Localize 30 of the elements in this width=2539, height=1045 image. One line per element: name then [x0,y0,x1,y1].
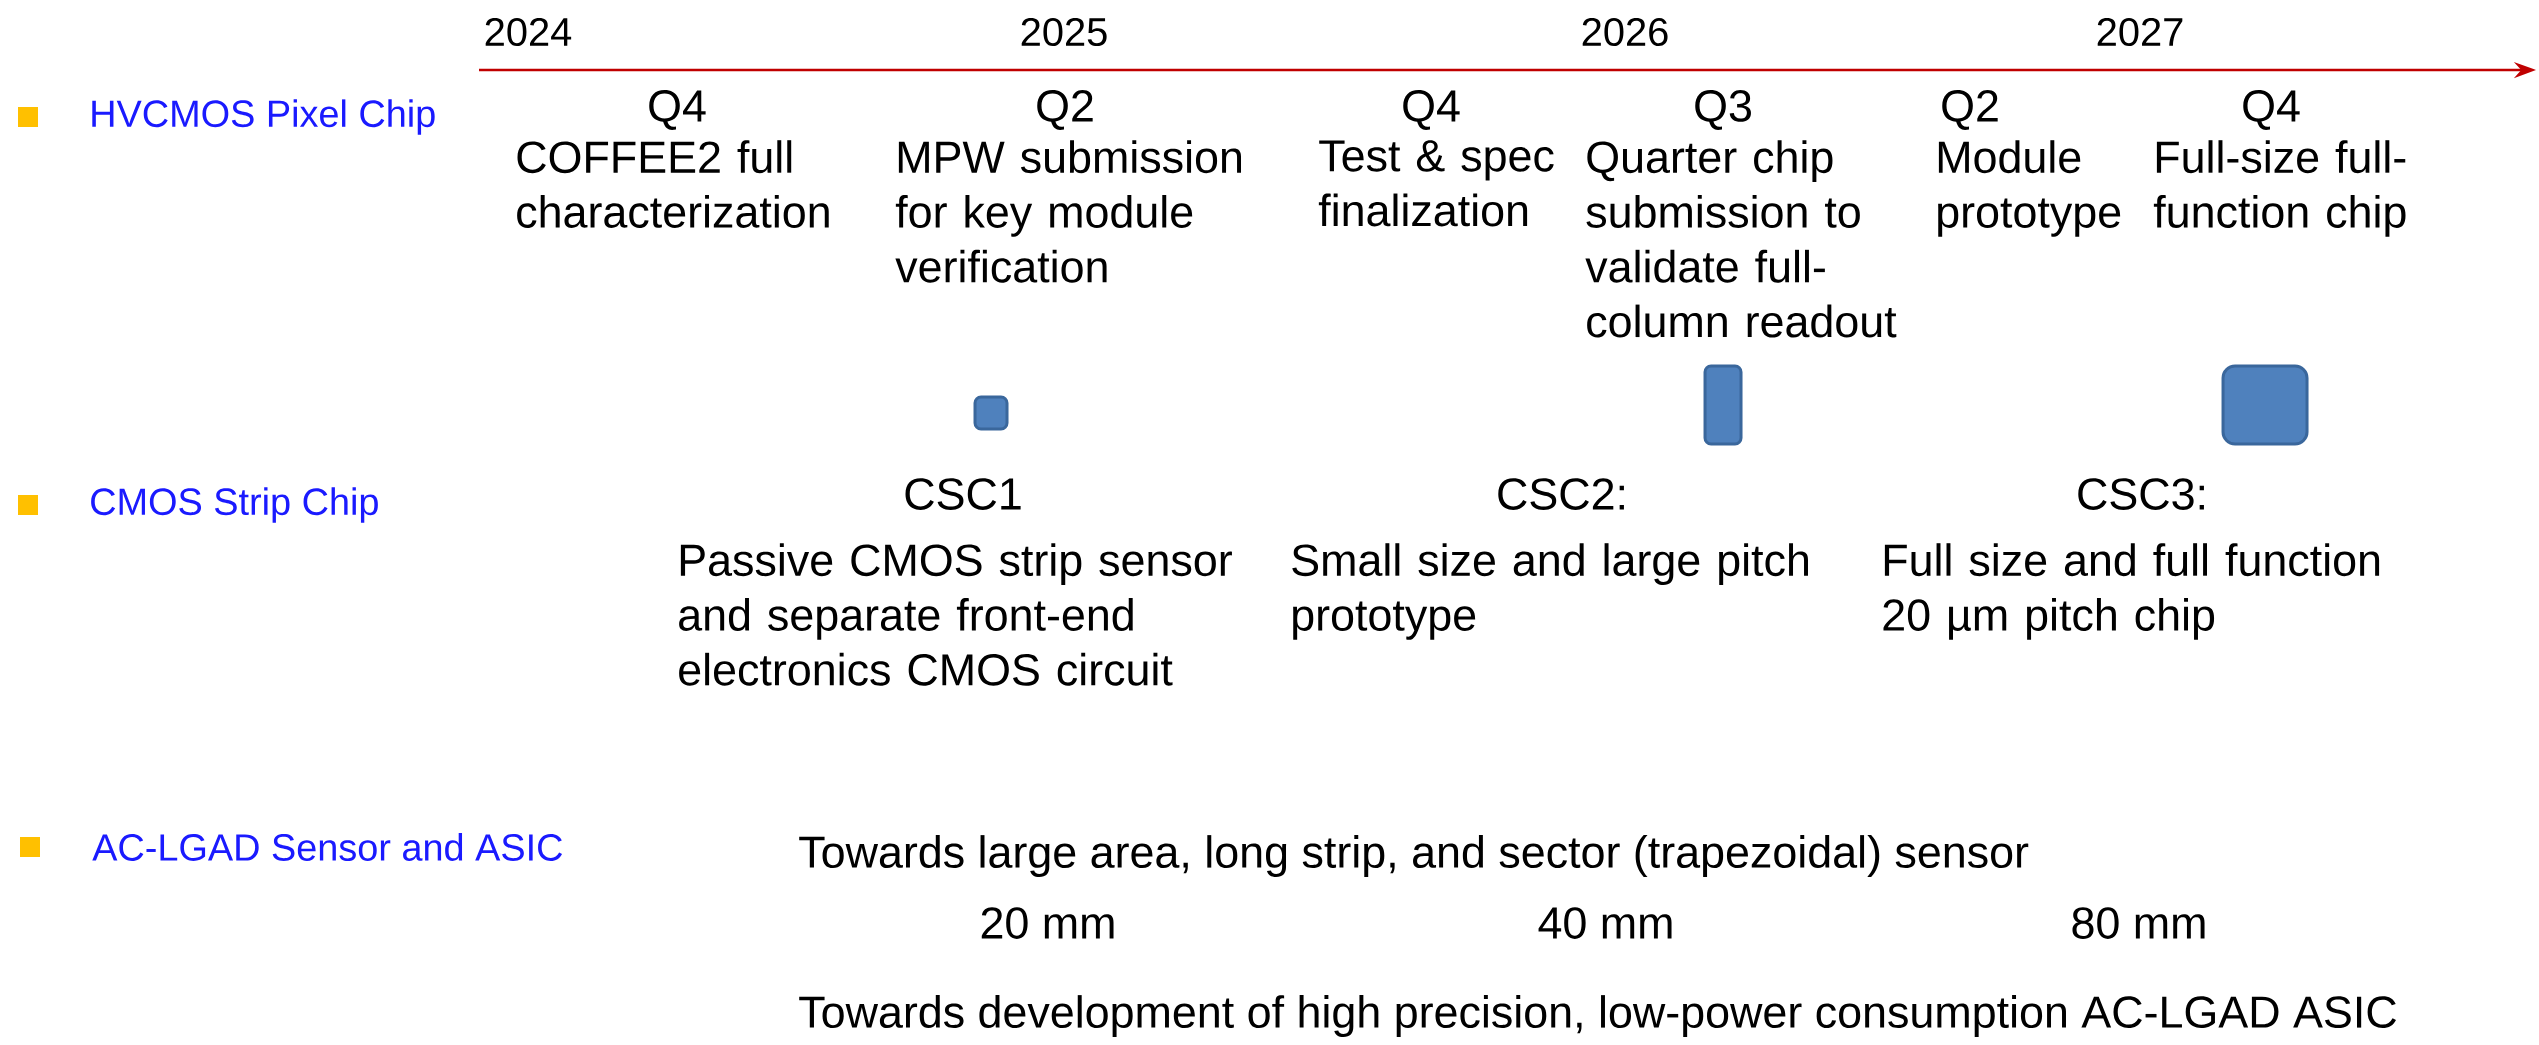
quarter-label: Q4 [1403,90,1460,130]
year-label: 2026 [1582,17,1668,47]
quarter-label: Q2 [1037,90,1093,130]
chip-icon [973,395,1009,431]
quarter-label: Q2 [1942,90,1998,130]
milestone-text: Full size and full function 20 µm pitch chip [1883,543,2380,640]
category-label: CMOS Strip Chip [91,487,378,523]
size-label: 40 mm [1538,907,1672,939]
chip-icon [1703,364,1743,446]
note-text: Towards development of high precision, low-power consumption AC-LGAD ASIC [799,995,2396,1037]
version-label: CSC2: [1498,478,1624,510]
milestone-text: COFFEE2 full characterization [517,140,829,228]
milestone-text: Small size and large pitch prototype [1292,543,1808,640]
size-label: 80 mm [2072,907,2205,939]
year-label: 2027 [2097,17,2183,47]
quarter-label: Q3 [1695,90,1751,130]
chip-icon [2221,364,2309,446]
category-label: AC-LGAD Sensor and ASIC [92,833,563,861]
milestone-text: Passive CMOS strip sensor and separate front-end electronics CMOS circuit [679,543,1232,686]
milestone-text: Test & spec finalization [1318,140,1554,227]
note-text: Towards large area, long strip, and sector (trapezoidal) sensor [799,835,2029,877]
category-label: HVCMOS Pixel Chip [92,99,435,135]
size-label: 20 mm [981,907,1114,939]
milestone-text: Module prototype [1938,140,2121,237]
quarter-label: Q4 [649,90,706,130]
version-label: CSC3: [2078,478,2204,510]
version-label: CSC1 [905,478,1021,510]
year-label: 2024 [485,17,572,47]
year-label: 2025 [1021,17,1107,47]
quarter-label: Q4 [2243,90,2300,130]
